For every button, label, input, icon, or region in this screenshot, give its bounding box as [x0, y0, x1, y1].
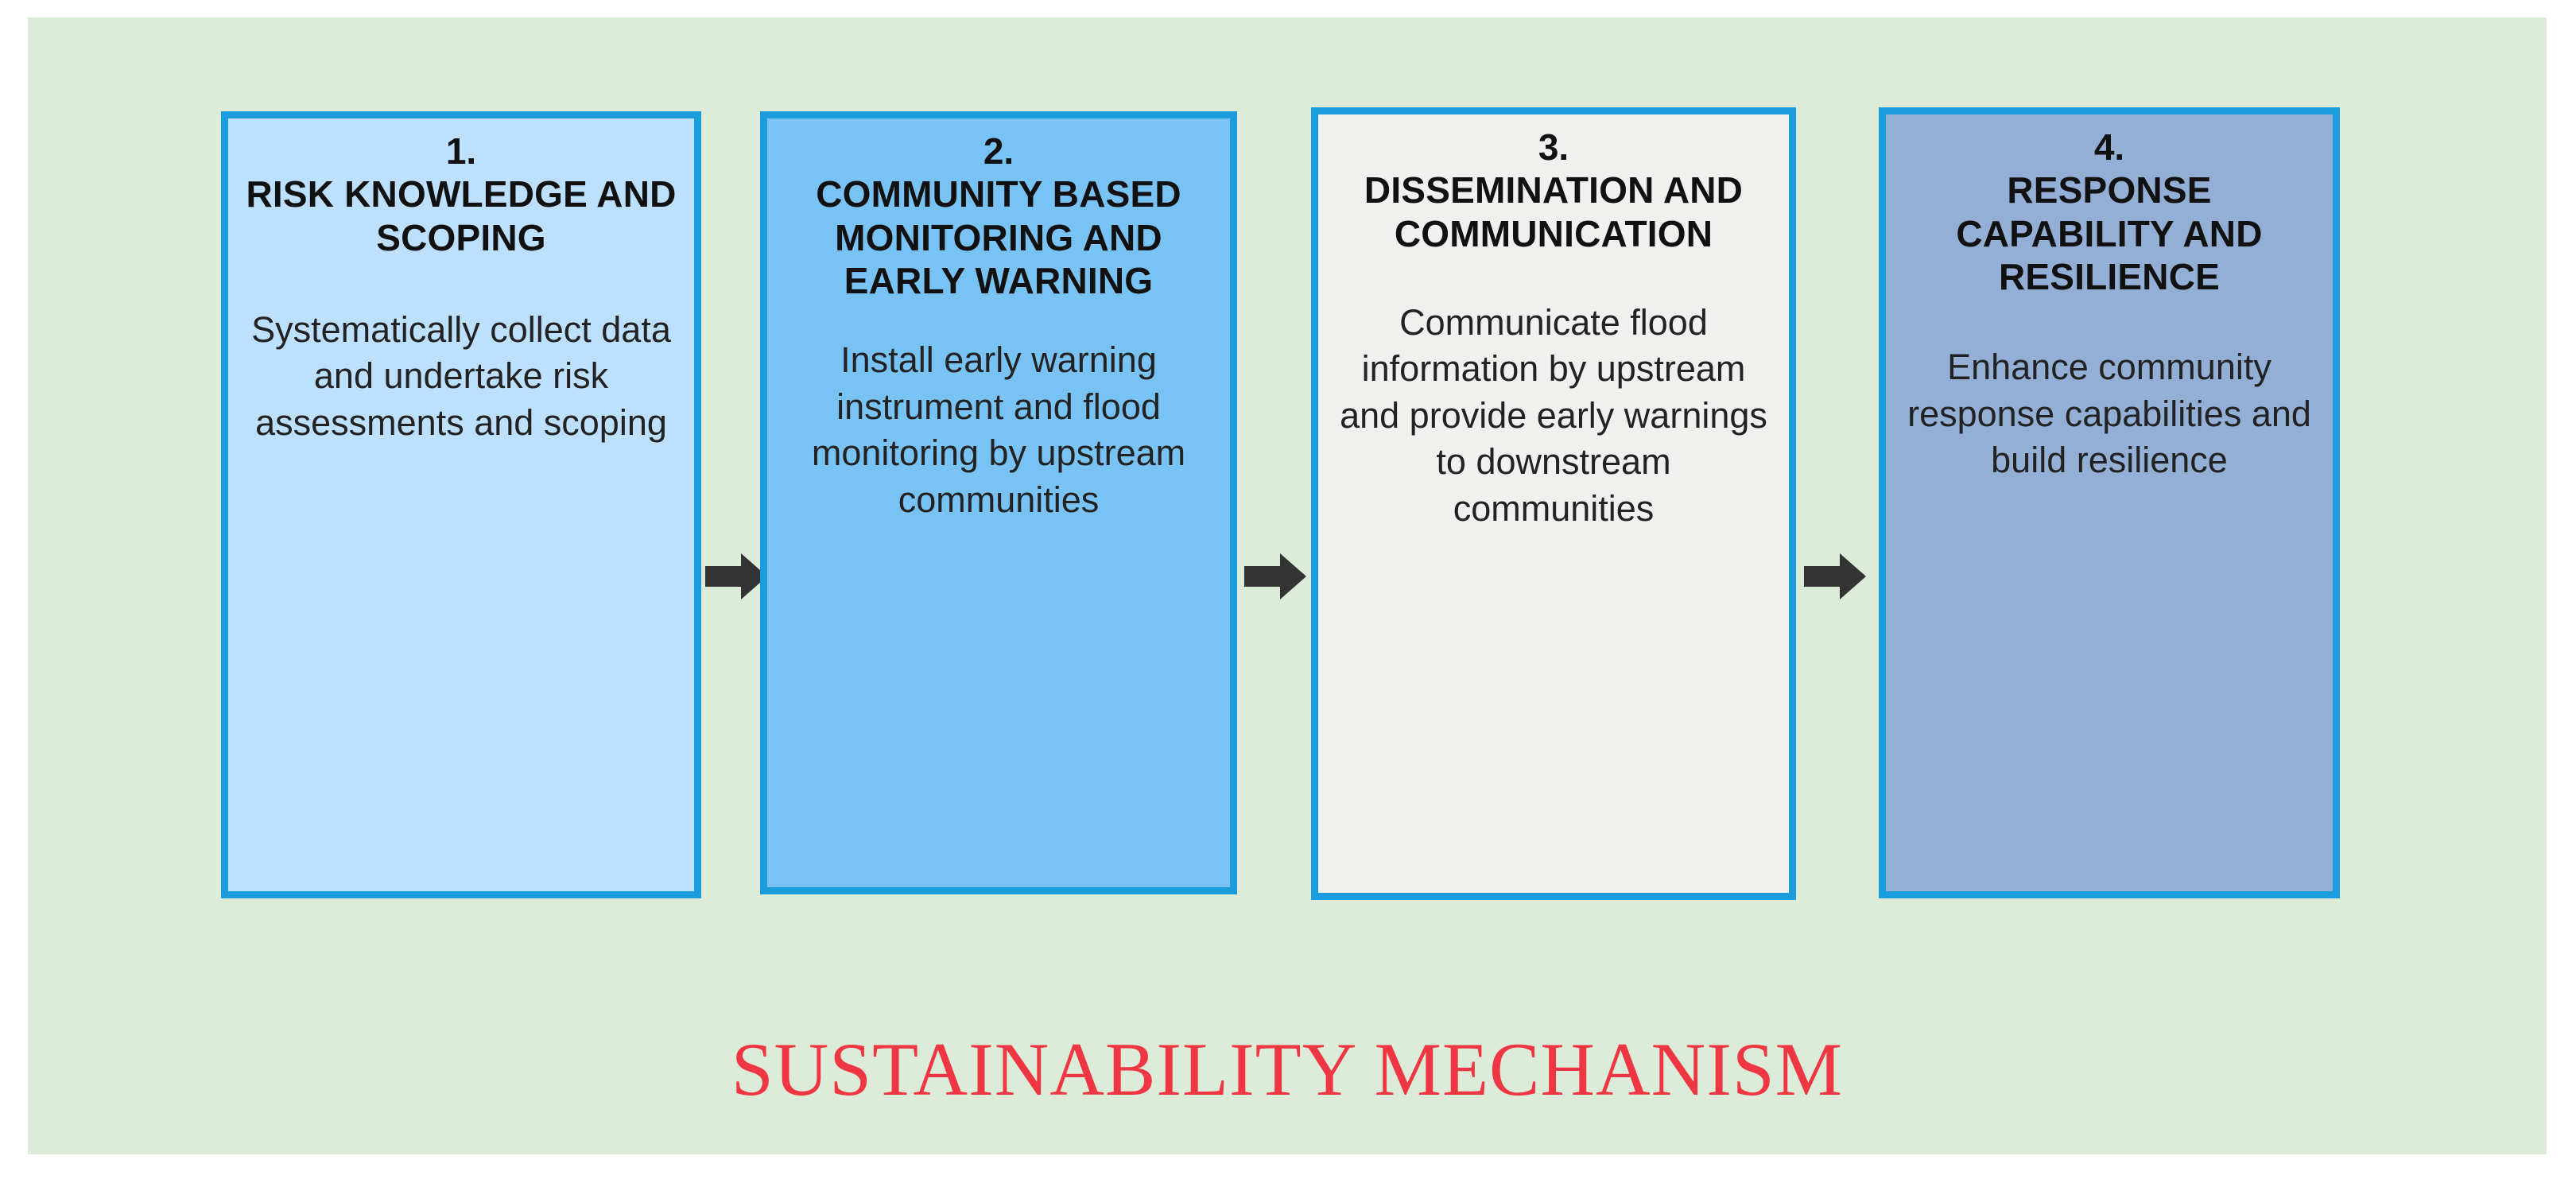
step-4-description: Enhance community response capabilities … — [1907, 347, 2311, 481]
arrow-right-icon — [705, 552, 767, 601]
arrow-right-icon — [1804, 552, 1866, 601]
step-2-description: Install early warning instrument and flo… — [811, 339, 1186, 520]
process-step-4[interactable]: 4. RESPONSE CAPABILITY AND RESILIENCE En… — [1879, 107, 2340, 898]
step-2-title: COMMUNITY BASED MONITORING AND EARLY WAR… — [816, 173, 1181, 301]
diagram-panel: 1. RISK KNOWLEDGE AND SCOPING Systematic… — [28, 17, 2547, 1154]
process-step-2[interactable]: 2. COMMUNITY BASED MONITORING AND EARLY … — [760, 111, 1237, 894]
arrow-right-icon — [1244, 552, 1306, 601]
step-4-number: 4. — [2093, 126, 2125, 168]
step-1-description: Systematically collect data and undertak… — [251, 308, 671, 443]
diagram-footer-title: SUSTAINABILITY MECHANISM — [731, 1027, 1844, 1111]
process-step-3[interactable]: 3. DISSEMINATION AND COMMUNICATION Commu… — [1311, 107, 1796, 900]
step-3-title: DISSEMINATION AND COMMUNICATION — [1364, 169, 1744, 254]
process-step-1[interactable]: 1. RISK KNOWLEDGE AND SCOPING Systematic… — [221, 111, 701, 898]
step-3-number: 3. — [1538, 126, 1569, 168]
step-2-number: 2. — [983, 130, 1014, 172]
step-3-description: Communicate flood information by upstrea… — [1340, 301, 1767, 529]
step-4-title: RESPONSE CAPABILITY AND RESILIENCE — [1956, 169, 2263, 297]
step-1-title: RISK KNOWLEDGE AND SCOPING — [246, 173, 677, 258]
step-1-number: 1. — [445, 130, 477, 172]
